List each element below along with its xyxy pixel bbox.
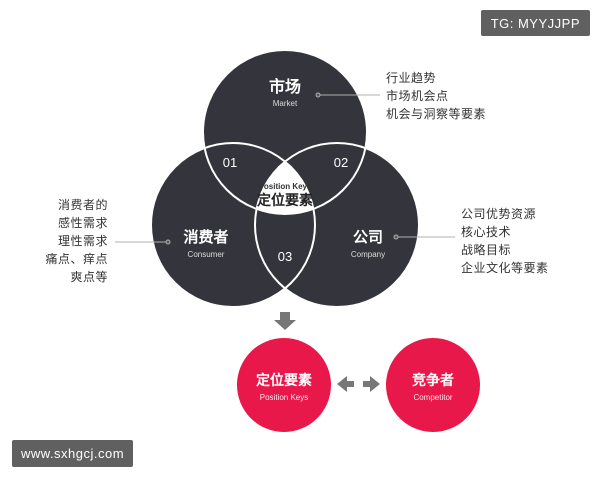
consumer-subtitle: Consumer [188, 250, 225, 259]
circle-position-keys [237, 338, 331, 432]
annotation-consumer-line: 感性需求 [57, 216, 108, 230]
arrow-down-icon [274, 312, 296, 330]
double-arrow-icon [337, 376, 380, 392]
position-subtitle: Position Keys [260, 393, 308, 402]
region-03: 03 [278, 249, 292, 264]
annotation-company: 公司优势资源 核心技术 战略目标 企业文化等要素 [461, 205, 549, 277]
annotation-consumer-line: 爽点等 [70, 270, 108, 284]
annotation-market: 行业趋势 市场机会点 机会与洞察等要素 [386, 69, 486, 123]
annotation-market-line: 行业趋势 [386, 71, 437, 85]
region-02: 02 [334, 155, 348, 170]
annotation-company-line: 企业文化等要素 [461, 261, 549, 275]
consumer-title: 消费者 [183, 228, 228, 246]
center-intersection [255, 143, 315, 214]
watermark-bottom: www.sxhgcj.com [12, 440, 134, 467]
annotation-consumer-line: 消费者的 [57, 198, 108, 212]
company-title: 公司 [353, 228, 383, 246]
annotation-market-line: 机会与洞察等要素 [386, 107, 487, 121]
annotation-consumer-line: 痛点、痒点 [45, 252, 108, 266]
annotation-market-line: 市场机会点 [386, 89, 449, 103]
annotation-consumer-line: 理性需求 [57, 234, 108, 248]
annotation-company-line: 核心技术 [461, 225, 512, 239]
competitor-subtitle: Competitor [413, 393, 452, 402]
circle-competitor [386, 338, 480, 432]
watermark-top: TG: MYYJJPP [480, 10, 590, 36]
market-title: 市场 [269, 77, 301, 96]
position-title: 定位要素 [256, 372, 312, 389]
center-title-en: Position Keys [259, 182, 312, 191]
company-subtitle: Company [351, 250, 385, 259]
annotation-consumer: 消费者的 感性需求 理性需求 痛点、痒点 爽点等 [45, 196, 108, 286]
region-01: 01 [223, 155, 237, 170]
market-subtitle: Market [273, 99, 298, 108]
center-title: 定位要素 [257, 192, 313, 209]
annotation-company-line: 战略目标 [461, 243, 512, 257]
competitor-title: 竞争者 [412, 372, 454, 389]
annotation-company-line: 公司优势资源 [461, 207, 537, 221]
